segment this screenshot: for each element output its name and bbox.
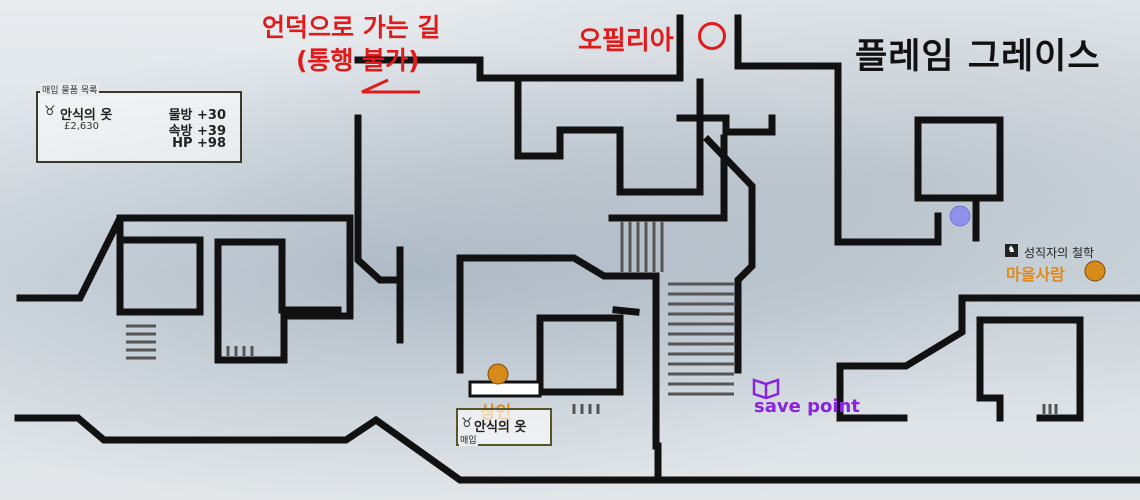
wall-central-top-right (676, 114, 776, 136)
stairs-merchant-room (572, 404, 600, 414)
merchant-accessory-icon: ♉ (461, 416, 473, 431)
buy-item-price: £2,630 (64, 121, 99, 132)
wall-bottom-right (654, 442, 1140, 484)
merchant-marker[interactable] (487, 363, 509, 385)
map-walls (14, 14, 1140, 484)
wall-top-corridor (354, 14, 684, 82)
wall-right-corridor (734, 14, 942, 246)
wall-ne-room (914, 116, 1004, 202)
slope-arrow-icon (361, 78, 420, 94)
villager-label: 마을사람 (1006, 265, 1065, 284)
buy-list-panel (36, 91, 242, 163)
ophelia-label: 오필리아 (578, 26, 674, 56)
map-title: 플레임 그레이스 (855, 37, 1101, 77)
merchant-buy-tag: 매입 (459, 433, 478, 446)
stairs (126, 222, 1058, 414)
wall-west-house-inner (116, 214, 204, 316)
stairs-east (1042, 404, 1058, 414)
wall-central-right (703, 135, 756, 374)
accessory-icon: ♉ (44, 104, 56, 119)
wall-merchant-room (536, 314, 624, 396)
villager-marker[interactable] (1084, 260, 1106, 282)
buy-item-stat-hp: HP +98 (172, 136, 226, 151)
wall-bottom-corridor (14, 414, 662, 484)
wall-west-house-outer (16, 214, 354, 364)
slope-path-label: 언덕으로 가는 길 (262, 13, 441, 42)
quest-icon: ♞ (1005, 244, 1018, 257)
buy-item-stat-pdef: 물방 +30 (168, 108, 226, 123)
wall-merchant-room-tick (612, 306, 640, 316)
save-point-label: save point (754, 396, 860, 417)
merchant-counter (468, 380, 542, 398)
buy-item-name: 안식의 옷 (60, 108, 113, 123)
wall-east-building-top (836, 294, 1140, 370)
buy-list-title: 매입 물품 목록 (40, 83, 100, 96)
stairs-west (126, 324, 156, 360)
wall-central-building (514, 78, 704, 196)
stairs-central (620, 222, 664, 272)
buy-item-stat-edef: 속방 +39 (168, 124, 226, 139)
exit-marker[interactable] (949, 205, 971, 227)
merchant-item-name: 안식의 옷 (474, 420, 527, 435)
wall-merchant-area (456, 254, 660, 450)
ophelia-marker[interactable] (698, 22, 726, 50)
open-book-icon[interactable] (752, 378, 780, 400)
stairs-west-small (226, 346, 254, 356)
stairs-central-lower (668, 282, 734, 396)
wall-slope-edge (354, 114, 404, 284)
wall-east-room-left (976, 316, 1004, 422)
slope-path-status: (통행 불가) (296, 46, 420, 75)
wall-east-room (976, 316, 1084, 422)
villager-quest-label: 성직자의 철학 (1024, 246, 1095, 260)
wall-central-stair-top (608, 134, 728, 222)
wall-east-lower (836, 362, 908, 422)
